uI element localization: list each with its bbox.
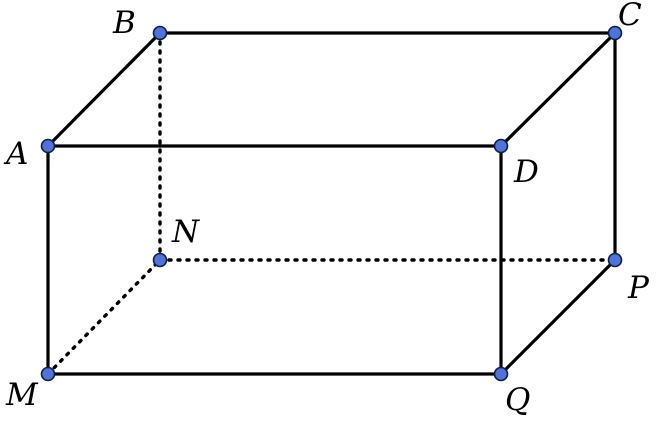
vertex-point-b <box>152 25 168 41</box>
edge-qp <box>499 258 617 376</box>
vertex-label-c: C <box>618 0 642 33</box>
vertex-point-n <box>152 252 168 268</box>
vertex-point-m <box>40 366 56 382</box>
vertex-label-b: B <box>112 5 136 41</box>
vertex-label-n: N <box>171 214 201 250</box>
edge-mn-hidden <box>46 258 162 376</box>
edge-dc <box>499 31 617 148</box>
edge-ab <box>46 31 162 148</box>
vertices-layer <box>40 25 623 382</box>
vertex-point-p <box>607 252 623 268</box>
vertex-label-q: Q <box>505 382 530 418</box>
vertex-point-c <box>607 25 623 41</box>
labels-layer: B C A D N P M Q <box>3 0 650 418</box>
vertex-point-a <box>40 138 56 154</box>
vertex-point-q <box>493 366 509 382</box>
edges-layer <box>46 31 617 376</box>
vertex-label-d: D <box>513 154 539 190</box>
vertex-label-p: P <box>627 270 650 306</box>
vertex-point-d <box>493 138 509 154</box>
vertex-label-a: A <box>3 136 28 172</box>
vertex-label-m: M <box>5 377 39 413</box>
